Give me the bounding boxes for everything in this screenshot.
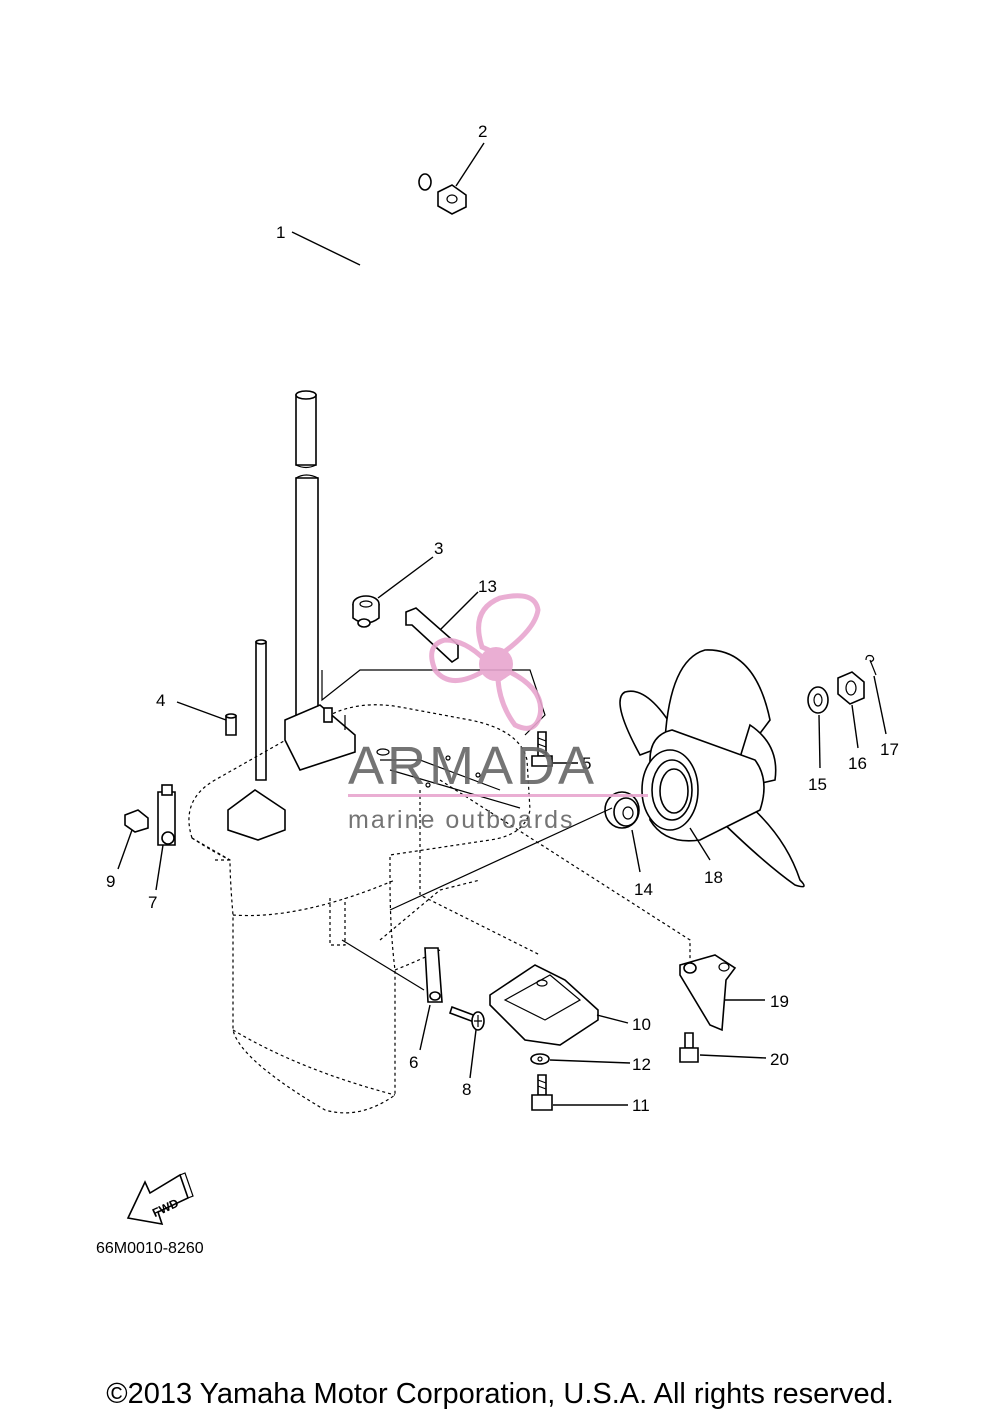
part-5-bolt [531, 731, 553, 767]
part-label-19: 19 [770, 992, 789, 1011]
part-9-nut [124, 809, 149, 833]
part-number-labels: 1 2 3 4 5 6 7 8 9 10 11 12 13 14 15 16 1… [106, 122, 899, 1115]
watermark-tagline: marine outboards [348, 806, 575, 834]
part-label-6: 6 [409, 1053, 418, 1072]
part-label-4: 4 [156, 691, 165, 710]
part-label-10: 10 [632, 1015, 651, 1034]
watermark-brand: ARMADA [348, 736, 597, 796]
part-18-propeller [619, 649, 805, 888]
leader-lines [117, 142, 887, 1106]
part-label-13: 13 [478, 577, 497, 596]
part-7-bracket [157, 784, 176, 846]
part-label-12: 12 [632, 1055, 651, 1074]
part-16-nut [837, 671, 865, 705]
part-1-water-tube [354, 159, 432, 590]
drive-shaft [295, 390, 319, 721]
part-label-5: 5 [582, 754, 591, 773]
copyright-notice: ©2013 Yamaha Motor Corporation, U.S.A. A… [106, 1378, 894, 1410]
part-6-plate [424, 947, 443, 1003]
part-8-screw [448, 1005, 485, 1031]
part-label-11: 11 [632, 1096, 650, 1115]
part-label-2: 2 [478, 122, 487, 141]
armada-watermark: ARMADA marine outboards [348, 593, 648, 834]
part-14-spacer [604, 791, 640, 829]
assembly-lines [341, 779, 691, 991]
part-19-anode [679, 954, 737, 1032]
part-label-15: 15 [808, 775, 827, 794]
propeller-logo-icon [429, 593, 544, 731]
part-label-17: 17 [880, 740, 899, 759]
part-label-14: 14 [634, 880, 653, 899]
part-4-dowel-pin [225, 713, 237, 736]
lower-casing [188, 669, 546, 1114]
part-20-bolt [679, 1032, 699, 1063]
part-11-bolt [531, 1074, 553, 1111]
part-2-grommet [437, 184, 467, 215]
part-12-washer [530, 1053, 550, 1065]
diagram-code: 66M0010-8260 [96, 1240, 204, 1257]
part-label-8: 8 [462, 1080, 471, 1099]
part-13-clip [405, 607, 459, 664]
forward-direction-arrow: FWD [126, 1172, 194, 1226]
part-10-anode [489, 964, 599, 1046]
part-label-9: 9 [106, 872, 115, 891]
part-label-20: 20 [770, 1050, 789, 1069]
part-label-7: 7 [148, 893, 157, 912]
part-3-seal [352, 595, 380, 628]
part-15-washer [807, 686, 829, 714]
part-label-18: 18 [704, 868, 723, 887]
part-17-cotter-pin [865, 654, 877, 676]
part-label-16: 16 [848, 754, 867, 773]
part-label-3: 3 [434, 539, 443, 558]
shift-rod [255, 639, 267, 781]
part-label-1: 1 [276, 223, 285, 242]
